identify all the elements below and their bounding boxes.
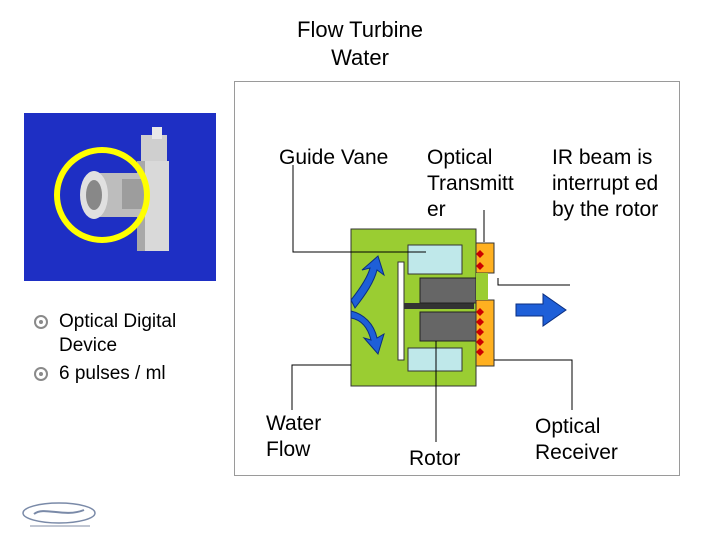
rotor-blade-bottom xyxy=(419,311,477,342)
highlight-ring xyxy=(54,147,150,243)
bullet-icon xyxy=(34,367,48,381)
rotor-blade-top xyxy=(419,277,477,304)
stem-tip xyxy=(152,127,162,139)
bullet-list: Optical Digital Device 6 pulses / ml xyxy=(34,310,199,390)
led-dot xyxy=(476,318,484,326)
logo-script xyxy=(33,509,85,515)
led-dots xyxy=(476,250,484,356)
led-dot xyxy=(476,262,484,270)
led-dot xyxy=(476,308,484,316)
bullet-item: 6 pulses / ml xyxy=(34,362,199,386)
bullet-text: Optical Digital Device xyxy=(59,311,177,356)
bullet-item: Optical Digital Device xyxy=(34,310,199,358)
led-dot xyxy=(476,338,484,346)
ir-beam-label: IR beam is interrupt ed by the rotor xyxy=(552,146,659,221)
top-window xyxy=(407,244,463,275)
company-logo xyxy=(22,502,96,527)
turbine-port-inner xyxy=(86,180,102,210)
logo-underline xyxy=(30,525,90,527)
turbine-photo-illustration xyxy=(54,127,169,251)
turbine-photo xyxy=(24,113,216,281)
rotor-shaft xyxy=(397,261,405,361)
ir-beam-leader xyxy=(497,278,570,286)
rotor-label: Rotor xyxy=(409,447,461,470)
bottom-window xyxy=(407,347,463,372)
flow-arrow-up xyxy=(350,255,385,309)
bullet-icon xyxy=(34,315,48,329)
outlet-arrow xyxy=(515,293,567,327)
water-flow-leader xyxy=(291,364,351,410)
optical-transmitter-label: Optical Transmitt er xyxy=(427,146,514,221)
rotor-axle xyxy=(404,303,474,309)
guide-vane-label: Guide Vane xyxy=(279,146,389,169)
led-dot xyxy=(476,250,484,258)
optical-receiver-label: Optical Receiver xyxy=(535,415,618,464)
turbine-joint xyxy=(122,179,146,209)
beam-gap xyxy=(476,273,488,300)
water-flow-label: Water Flow xyxy=(266,412,322,461)
receiver-leader xyxy=(494,359,573,410)
leader-lines xyxy=(291,165,573,442)
led-dot xyxy=(476,348,484,356)
bullet-text: 6 pulses / ml xyxy=(59,363,166,384)
slide-title: Flow Turbine Water xyxy=(200,16,520,72)
stem-cap xyxy=(141,135,167,163)
flow-arrow-down xyxy=(350,310,385,356)
title-line-1: Flow Turbine xyxy=(297,17,423,42)
led-dot xyxy=(476,328,484,336)
logo-ellipse xyxy=(22,502,96,524)
title-line-2: Water xyxy=(331,45,389,70)
guide-vane-leader xyxy=(292,165,426,253)
